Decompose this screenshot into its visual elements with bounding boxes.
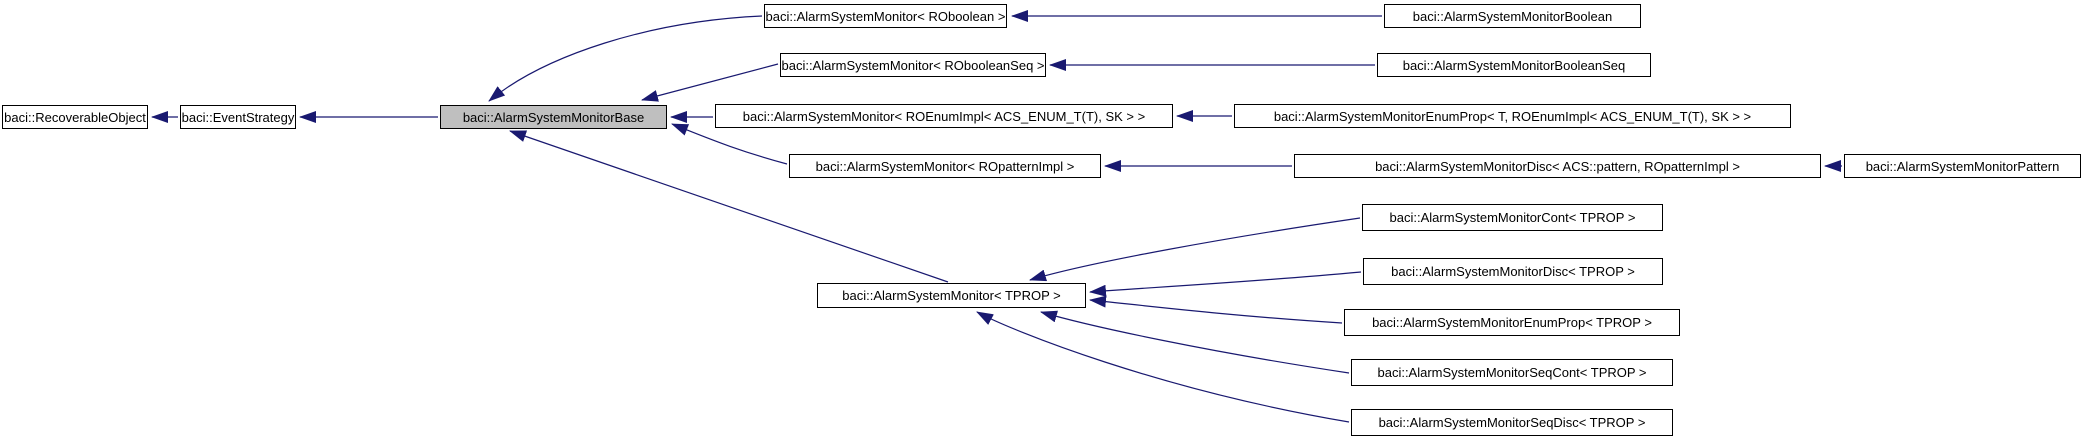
node-alarm-system-monitor-base: baci::AlarmSystemMonitorBase bbox=[440, 105, 667, 129]
arrow-seqcont-to-tprop bbox=[1040, 310, 1350, 374]
arrow-tprop-to-base bbox=[509, 130, 949, 283]
node-monitor-seqcont-tprop[interactable]: baci::AlarmSystemMonitorSeqCont< TPROP > bbox=[1351, 359, 1673, 386]
node-monitor-roboolean[interactable]: baci::AlarmSystemMonitor< ROboolean > bbox=[764, 4, 1007, 28]
node-recoverable-object[interactable]: baci::RecoverableObject bbox=[2, 105, 148, 129]
arrow-enumprop-to-tprop bbox=[1089, 295, 1343, 324]
node-monitor-enumprop-t[interactable]: baci::AlarmSystemMonitorEnumProp< T, ROE… bbox=[1234, 104, 1791, 128]
node-monitor-boolean[interactable]: baci::AlarmSystemMonitorBoolean bbox=[1384, 4, 1641, 28]
arrow-robooleanseq-to-base bbox=[641, 63, 779, 102]
node-event-strategy[interactable]: baci::EventStrategy bbox=[180, 105, 296, 129]
node-monitor-disc-tprop[interactable]: baci::AlarmSystemMonitorDisc< TPROP > bbox=[1363, 258, 1663, 285]
node-monitor-enumprop-tprop[interactable]: baci::AlarmSystemMonitorEnumProp< TPROP … bbox=[1344, 309, 1680, 336]
node-monitor-disc-pattern[interactable]: baci::AlarmSystemMonitorDisc< ACS::patte… bbox=[1294, 154, 1821, 178]
arrow-seqdisc-to-tprop bbox=[976, 311, 1350, 423]
node-monitor-tprop[interactable]: baci::AlarmSystemMonitor< TPROP > bbox=[817, 283, 1086, 308]
node-monitor-seqdisc-tprop[interactable]: baci::AlarmSystemMonitorSeqDisc< TPROP > bbox=[1351, 409, 1673, 436]
arrow-cont-to-tprop bbox=[1029, 217, 1361, 282]
arrow-ropatternimpl-to-base bbox=[671, 123, 788, 165]
node-monitor-ropatternimpl[interactable]: baci::AlarmSystemMonitor< ROpatternImpl … bbox=[789, 154, 1101, 178]
node-monitor-roenumimpl[interactable]: baci::AlarmSystemMonitor< ROEnumImpl< AC… bbox=[715, 104, 1173, 128]
node-monitor-robooleanseq[interactable]: baci::AlarmSystemMonitor< RObooleanSeq > bbox=[780, 53, 1046, 77]
arrow-disc-to-tprop bbox=[1089, 271, 1362, 297]
node-monitor-cont-tprop[interactable]: baci::AlarmSystemMonitorCont< TPROP > bbox=[1362, 204, 1663, 231]
node-monitor-booleanseq[interactable]: baci::AlarmSystemMonitorBooleanSeq bbox=[1377, 53, 1651, 77]
arrow-roboolean-to-base bbox=[488, 15, 763, 102]
node-monitor-pattern[interactable]: baci::AlarmSystemMonitorPattern bbox=[1844, 154, 2081, 178]
